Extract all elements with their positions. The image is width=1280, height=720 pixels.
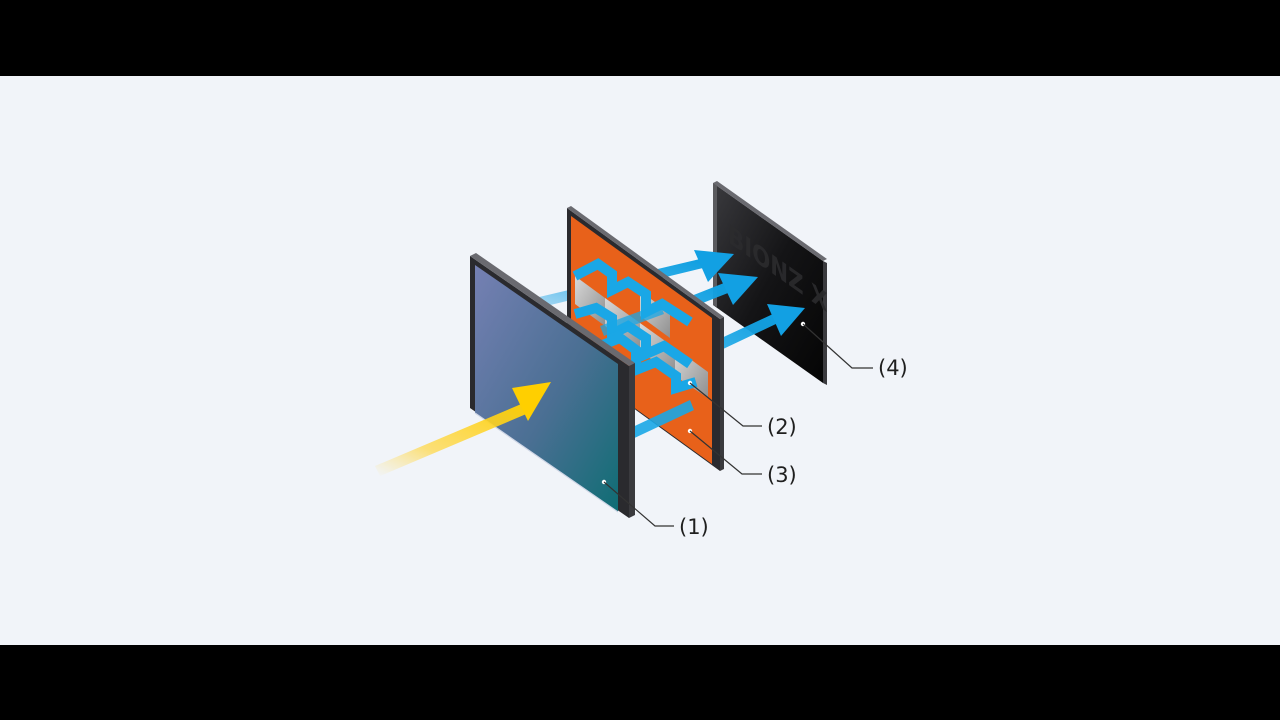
callout-3-label: (3) [767, 463, 797, 487]
callout-4-leader [802, 323, 873, 369]
sensor-right-edge [629, 363, 635, 518]
diagram-stage: BIONZ X [0, 76, 1280, 645]
callout-1-label: (1) [679, 515, 709, 539]
sensor-stack-diagram: BIONZ X [375, 181, 908, 539]
circuit-top-edge [567, 206, 724, 319]
sensor-highlight [474, 412, 619, 513]
circuit-right-edge [720, 317, 724, 471]
callout-2-label: (2) [767, 415, 797, 439]
blue-signal-arrow-icon [694, 250, 734, 282]
callout-3-leader [689, 430, 762, 475]
light-arrow-shaft [375, 402, 531, 476]
processor-top-edge [713, 181, 827, 261]
callout-1-leader [603, 481, 674, 527]
letterbox-bottom [0, 645, 1280, 720]
yellow-light-arrow-icon [512, 382, 551, 421]
sensor-top-edge [470, 253, 635, 366]
signal-arrow-lower-shaft [600, 304, 664, 336]
blue-signal-arrow-icon [767, 304, 805, 336]
processor-right-edge [823, 261, 827, 385]
signal-trace [598, 332, 698, 395]
processor-panel: BIONZ X [713, 181, 827, 385]
callouts: (4) (2) (3) (1) [601, 321, 908, 539]
incoming-light [375, 382, 551, 476]
processor-face [713, 183, 823, 383]
letterbox-top [0, 0, 1280, 76]
signal-arrows-lower [600, 304, 694, 442]
callout-2-leader [689, 382, 762, 427]
signal-arrow-lower-shaft [622, 400, 694, 442]
blue-signal-arrow-icon [718, 273, 758, 305]
callout-4-label: (4) [878, 356, 908, 380]
processor-left-edge [713, 183, 717, 307]
